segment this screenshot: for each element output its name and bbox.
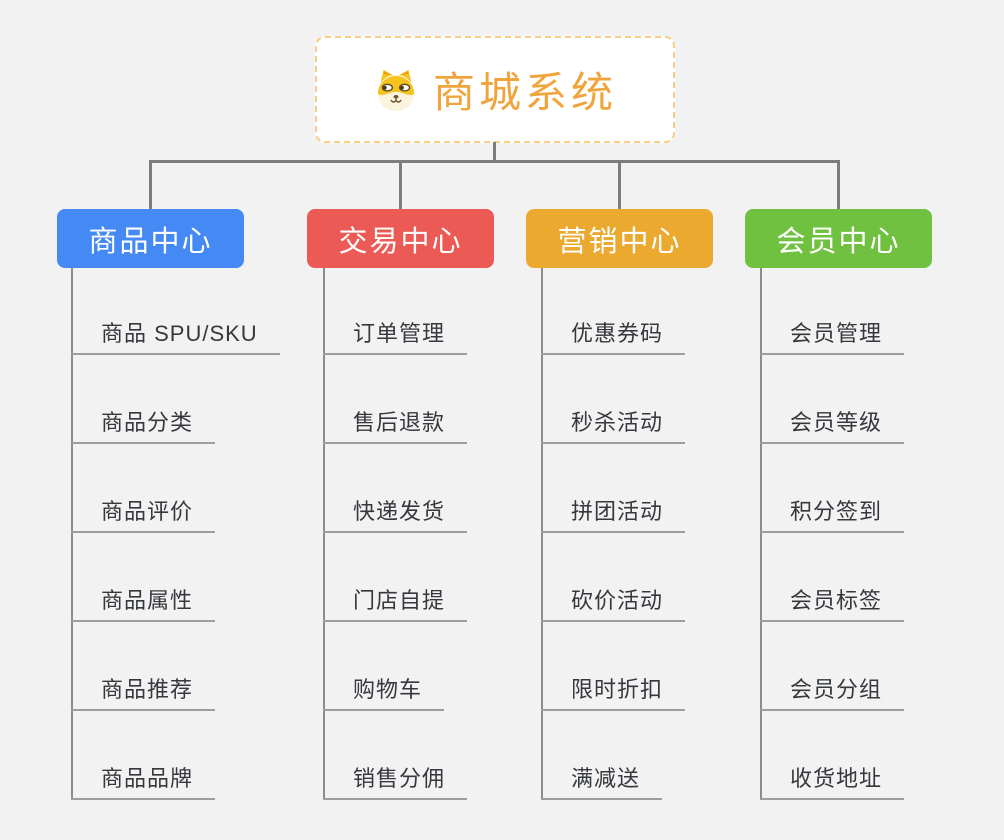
node-item[interactable]: 商品品牌 xyxy=(71,766,216,800)
node-item[interactable]: 优惠券码 xyxy=(541,321,686,355)
connector-horizontal xyxy=(149,160,840,163)
node-item[interactable]: 会员标签 xyxy=(760,588,905,622)
node-item[interactable]: 会员分组 xyxy=(760,677,905,711)
branch-header-marketing-center[interactable]: 营销中心 xyxy=(526,209,713,268)
connector-drop-2 xyxy=(399,160,402,209)
dog-face-icon xyxy=(377,69,415,111)
node-item[interactable]: 门店自提 xyxy=(323,588,468,622)
node-item[interactable]: 订单管理 xyxy=(323,321,468,355)
branch-header-trade-center[interactable]: 交易中心 xyxy=(307,209,494,268)
node-item[interactable]: 商品推荐 xyxy=(71,677,216,711)
connector-drop-4 xyxy=(837,160,840,209)
node-item[interactable]: 商品分类 xyxy=(71,410,216,444)
node-item[interactable]: 售后退款 xyxy=(323,410,468,444)
node-item[interactable]: 会员管理 xyxy=(760,321,905,355)
root-title: 商城系统 xyxy=(432,69,617,116)
node-item[interactable]: 满减送 xyxy=(541,766,663,800)
node-item[interactable]: 砍价活动 xyxy=(541,588,686,622)
connector-drop-3 xyxy=(618,160,621,209)
node-item[interactable]: 拼团活动 xyxy=(541,499,686,533)
node-item[interactable]: 积分签到 xyxy=(760,499,905,533)
branch-line-marketing xyxy=(541,268,543,800)
node-item[interactable]: 商品评价 xyxy=(71,499,216,533)
branch-line-product xyxy=(71,268,73,800)
connector-root-drop xyxy=(493,142,496,163)
node-item[interactable]: 秒杀活动 xyxy=(541,410,686,444)
node-item[interactable]: 收货地址 xyxy=(760,766,905,800)
connector-drop-1 xyxy=(149,160,152,209)
node-item[interactable]: 快递发货 xyxy=(323,499,468,533)
node-item[interactable]: 商品 SPU/SKU xyxy=(71,321,280,355)
branch-header-member-center[interactable]: 会员中心 xyxy=(745,209,932,268)
branch-line-trade xyxy=(323,268,325,800)
branch-line-member xyxy=(760,268,762,800)
root-node[interactable]: 商城系统 xyxy=(315,36,675,143)
node-item[interactable]: 限时折扣 xyxy=(541,677,686,711)
branch-header-product-center[interactable]: 商品中心 xyxy=(57,209,244,268)
node-item[interactable]: 购物车 xyxy=(323,677,445,711)
node-item[interactable]: 销售分佣 xyxy=(323,766,468,800)
node-item[interactable]: 会员等级 xyxy=(760,410,905,444)
node-item[interactable]: 商品属性 xyxy=(71,588,216,622)
